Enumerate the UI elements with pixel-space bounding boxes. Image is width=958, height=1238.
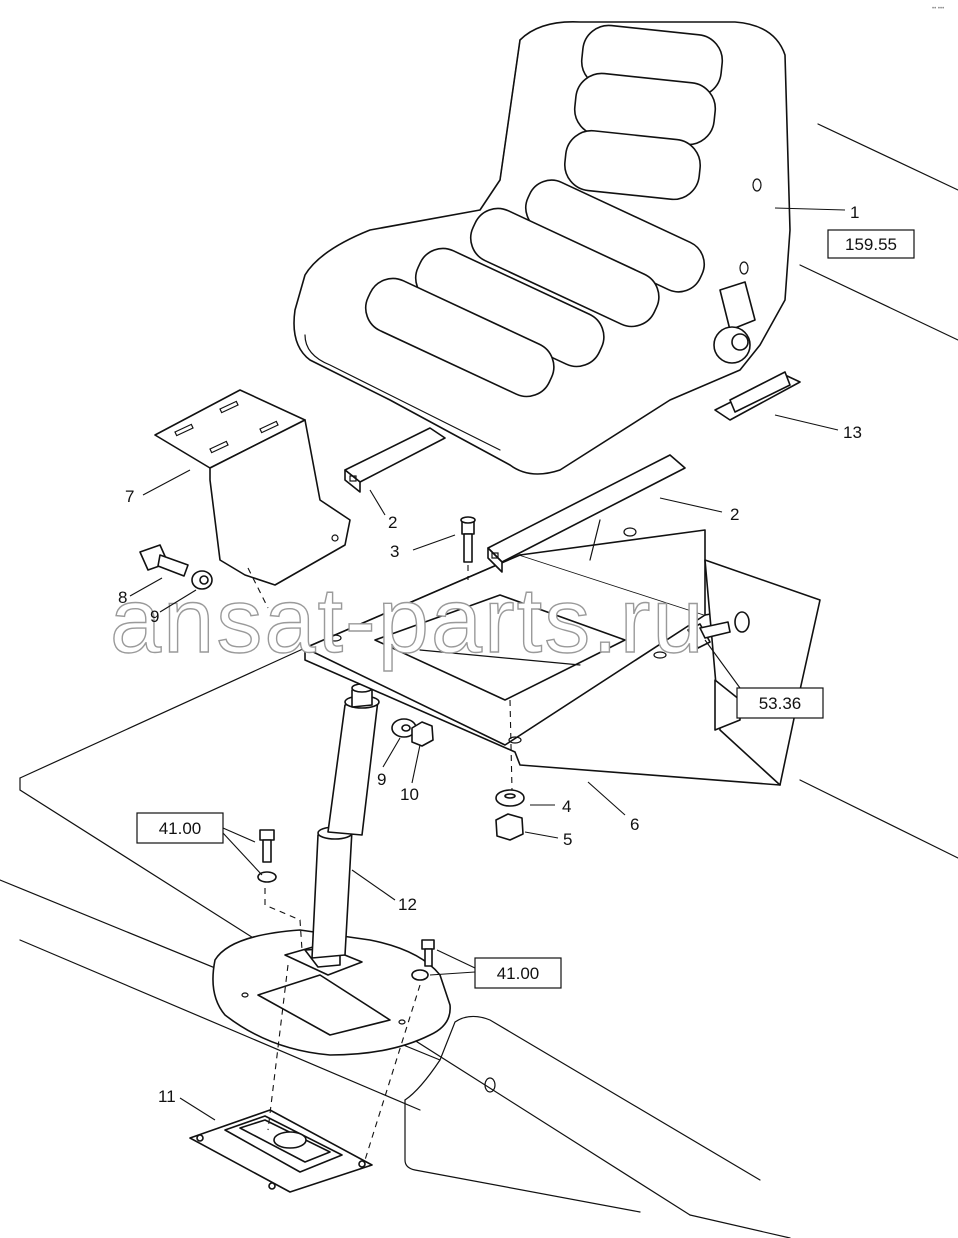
part-1-seat xyxy=(293,21,791,475)
callout-7: 7 xyxy=(125,487,134,506)
callout-9-left: 9 xyxy=(150,607,159,626)
floor-plate xyxy=(212,929,496,1093)
callout-11: 11 xyxy=(158,1087,176,1106)
part-2-seat-rails xyxy=(344,427,686,573)
fasteners xyxy=(139,516,750,981)
reference-41-00-left[interactable]: 41.00 xyxy=(136,812,224,844)
callout-4: 4 xyxy=(562,797,571,816)
callout-6: 6 xyxy=(630,815,639,834)
callout-12: 12 xyxy=(398,895,417,914)
part-11-base-plate xyxy=(189,1109,373,1193)
reference-label: 41.00 xyxy=(497,964,540,983)
callout-13: 13 xyxy=(843,423,862,442)
reference-label: 41.00 xyxy=(159,819,202,838)
callouts: 1 2 2 3 4 5 6 7 8 9 9 10 11 12 13 xyxy=(118,203,862,1106)
callout-1: 1 xyxy=(850,203,859,222)
callout-2-left: 2 xyxy=(388,513,397,532)
leader-lines xyxy=(129,207,846,1121)
reference-41-00-right[interactable]: 41.00 xyxy=(474,957,562,989)
callout-8: 8 xyxy=(118,588,127,607)
reference-53-36[interactable]: 53.36 xyxy=(736,687,824,719)
reference-label: 159.55 xyxy=(845,235,897,254)
callout-5: 5 xyxy=(563,830,572,849)
watermark: ansat-parts.ru xyxy=(110,570,706,672)
part-13-lever xyxy=(714,371,801,421)
callout-9-center: 9 xyxy=(377,770,386,789)
callout-2-right: 2 xyxy=(730,505,739,524)
part-7-bracket xyxy=(154,389,351,586)
part-6-seat-frame xyxy=(304,519,821,786)
callout-10: 10 xyxy=(400,785,419,804)
reference-label: 53.36 xyxy=(759,694,802,713)
assembly-lines xyxy=(247,565,513,1161)
callout-3: 3 xyxy=(390,542,399,561)
part-12-seat-post xyxy=(284,683,380,976)
corner-mark: •• ••• xyxy=(932,6,944,12)
reference-159-55[interactable]: 159.55 xyxy=(827,229,915,259)
